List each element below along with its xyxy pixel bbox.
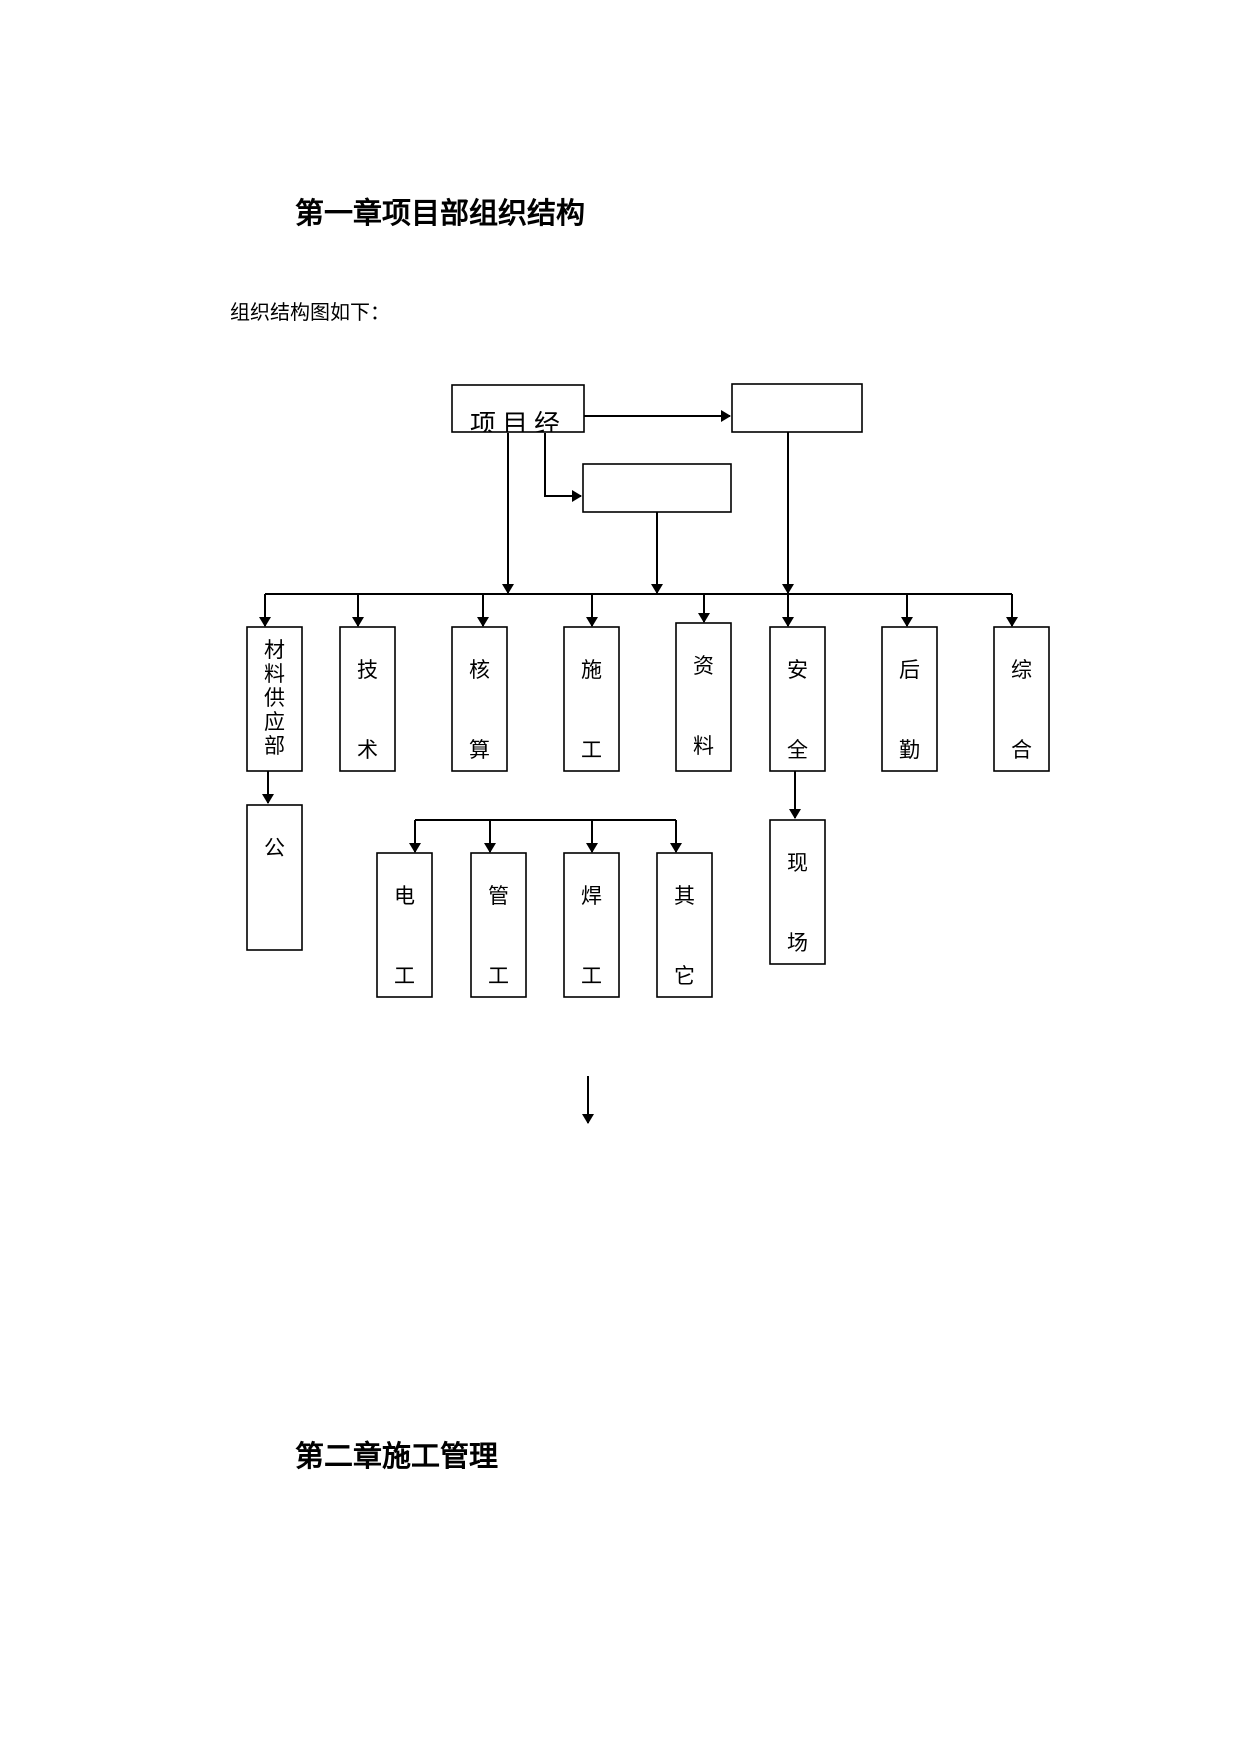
department-6: 后勤 <box>881 626 938 772</box>
department-3: 施工 <box>563 626 620 772</box>
worker-1-char: 管 <box>488 884 509 908</box>
department-0-box <box>246 626 303 772</box>
department-7-char: 合 <box>1011 738 1032 762</box>
arrow-manager-to-middle <box>544 433 582 502</box>
worker-0-char: 工 <box>394 964 415 988</box>
chapter-1-title: 第一章项目部组织结构 <box>295 196 586 230</box>
intro-text: 组织结构图如下： <box>230 300 390 324</box>
department-3-char: 施 <box>581 658 602 682</box>
department-0-char: 部 <box>264 734 285 758</box>
department-7-char: 综 <box>1011 658 1032 682</box>
department-5-box <box>769 626 826 772</box>
worker-3-box <box>656 852 713 998</box>
material-sub: 公 <box>246 804 303 951</box>
chapter-2-title: 第二章施工管理 <box>295 1439 499 1473</box>
department-6-box <box>881 626 938 772</box>
department-1-char: 术 <box>357 738 378 762</box>
department-4: 资料 <box>675 622 732 772</box>
department-4-box <box>675 622 732 772</box>
department-1-char: 技 <box>357 658 378 682</box>
department-3-char: 工 <box>581 738 602 762</box>
worker-2: 焊工 <box>563 852 620 998</box>
department-1-box <box>339 626 396 772</box>
worker-0-box <box>376 852 433 998</box>
department-5: 安全 <box>769 626 826 772</box>
material-sub-box <box>246 804 303 951</box>
safety-sub-group: 现场 <box>769 771 826 965</box>
department-5-char: 全 <box>787 738 808 762</box>
department-4-char: 资 <box>693 654 714 678</box>
department-0-char: 供 <box>264 686 285 710</box>
project-manager-box <box>451 384 585 433</box>
worker-1-char: 工 <box>488 964 509 988</box>
department-2-char: 算 <box>469 738 490 762</box>
worker-1-box <box>470 852 527 998</box>
department-0-char: 应 <box>264 710 285 734</box>
department-6-char: 后 <box>899 658 920 682</box>
deputy-box-right <box>731 383 863 433</box>
department-1: 技术 <box>339 626 396 772</box>
safety-sub: 现场 <box>769 819 826 965</box>
deputy-box-middle <box>582 463 732 513</box>
worker-3-char: 其 <box>674 884 695 908</box>
worker-2-char: 工 <box>581 964 602 988</box>
worker-0-char: 电 <box>394 884 415 908</box>
material-sub-char: 公 <box>264 836 285 860</box>
department-4-char: 料 <box>693 734 714 758</box>
department-7-box <box>993 626 1050 772</box>
worker-3-char: 它 <box>674 964 695 988</box>
department-2: 核算 <box>451 626 508 772</box>
department-5-char: 安 <box>787 658 808 682</box>
department-2-char: 核 <box>469 658 490 682</box>
department-6-char: 勤 <box>899 738 920 762</box>
worker-0: 电工 <box>376 852 433 998</box>
project-manager-label: 项目经 <box>470 410 566 440</box>
safety-sub-box <box>769 819 826 965</box>
department-0-char: 材 <box>264 638 285 662</box>
worker-2-char: 焊 <box>581 884 602 908</box>
department-0-char: 料 <box>264 662 285 686</box>
worker-3: 其它 <box>656 852 713 998</box>
department-7: 综合 <box>993 626 1050 772</box>
safety-sub-char: 场 <box>787 931 808 955</box>
worker-1: 管工 <box>470 852 527 998</box>
safety-sub-char: 现 <box>787 851 808 875</box>
worker-2-box <box>563 852 620 998</box>
department-2-box <box>451 626 508 772</box>
department-3-box <box>563 626 620 772</box>
material-sub-group: 公 <box>246 771 303 951</box>
